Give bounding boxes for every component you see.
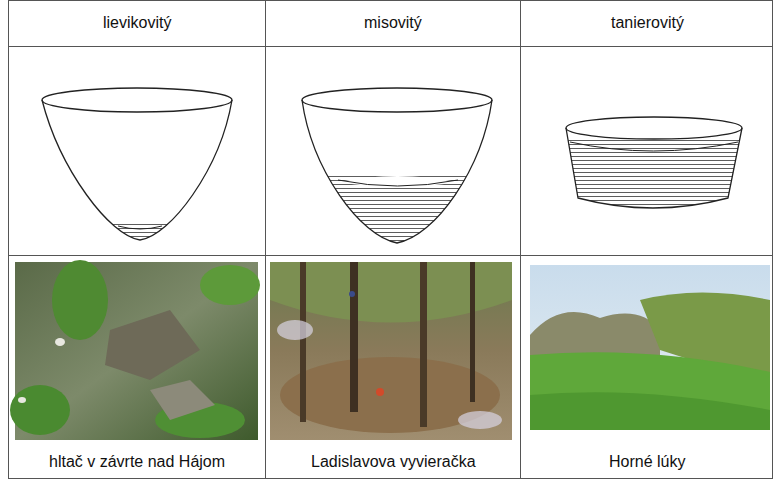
plate-shape: [560, 117, 750, 220]
bowl-shape: [300, 88, 500, 247]
column-header: tanierovitý: [611, 13, 684, 33]
table-grid: [8, 0, 773, 479]
photo-spring-doline: [270, 262, 512, 440]
photo-meadow: [530, 265, 770, 430]
column-header: lievikovitý: [103, 13, 171, 33]
column-header: misovitý: [364, 13, 422, 33]
photo-sinkhole: [10, 260, 260, 440]
photo-caption: hltač v závrte nad Hájom: [46, 452, 228, 472]
funnel-shape: [40, 88, 240, 244]
photo-caption: Ladislavova vyvieračka: [308, 452, 479, 472]
photo-caption: Horné lúky: [606, 452, 688, 472]
